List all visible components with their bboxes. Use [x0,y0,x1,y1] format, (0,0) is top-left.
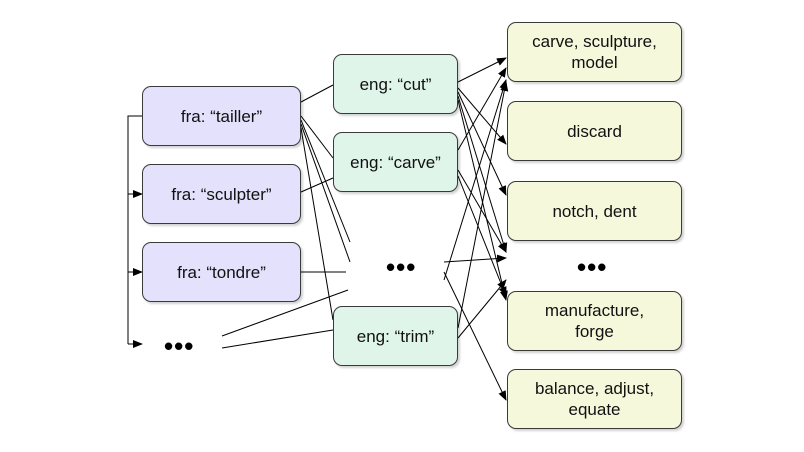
eng-node-carve-label: eng: “carve” [350,152,441,172]
sense-node-notch-dent: notch, dent [507,181,682,241]
fra-node-tondre-label: fra: “tondre” [177,262,266,282]
edge-more-more [221,289,349,337]
sense-node-balance-adjust-equate-label: balance, adjust, equate [534,379,655,419]
fra-node-sculpter-label: fra: “sculpter” [171,184,272,204]
eng-node-trim-label: eng: “trim” [356,326,435,346]
sense-node-manufacture-forge: manufacture, forge [507,291,682,351]
sense-node-carve-sculpture-model-label: carve, sculpture, model [532,32,657,72]
edge-tailler-cut [300,84,334,103]
edge-carve-carve-sense [457,67,507,151]
sense-node-carve-sculpture-model: carve, sculpture, model [507,22,682,82]
edge-more-carve-sense [443,79,508,281]
edge-tailler-more-2 [300,123,351,263]
sense-node-discard: discard [507,101,682,161]
eng-node-cut: eng: “cut” [333,54,458,114]
edge-cut-carve-sense [457,57,507,83]
edge-tailler-carve [300,115,334,159]
bracket-line [127,115,142,344]
fra-node-sculpter: fra: “sculpter” [142,164,301,224]
edge-cut-more [457,95,508,253]
edge-trim-manufacture [457,279,507,339]
edge-cut-discard [457,87,507,145]
edge-cut-notch [457,91,507,196]
sense-ellipsis: ••• [577,252,608,282]
fra-node-tailler-label: fra: “tailler” [180,106,263,126]
sense-node-notch-dent-label: notch, dent [552,201,637,221]
edge-trim-carve-sense [457,81,509,329]
edge-sculpter-carve [300,177,334,193]
edge-cut-manufacture [457,99,508,301]
eng-node-carve: eng: “carve” [333,132,458,192]
edge-carve-manufacture [457,175,507,297]
sense-node-discard-label: discard [567,121,622,141]
eng-node-trim: eng: “trim” [333,306,458,366]
eng-node-cut-label: eng: “cut” [359,74,432,94]
fra-node-tailler: fra: “tailler” [142,86,301,146]
edge-more-balance [443,271,507,401]
fra-ellipsis: ••• [164,331,195,361]
edge-more-trim [221,329,334,349]
fra-node-tondre: fra: “tondre” [142,242,301,302]
edge-more-sense-more [443,254,507,263]
eng-ellipsis: ••• [386,252,417,282]
edge-carve-more [457,169,507,253]
edge-tailler-trim [300,127,334,321]
sense-node-manufacture-forge-label: manufacture, forge [544,301,645,341]
sense-node-balance-adjust-equate: balance, adjust, equate [507,369,682,429]
